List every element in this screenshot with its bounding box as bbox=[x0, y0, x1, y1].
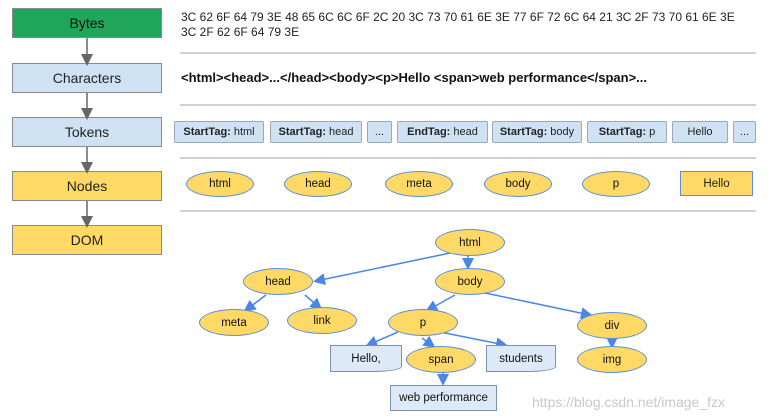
dom-edge bbox=[243, 294, 267, 312]
token: EndTag:head bbox=[397, 121, 488, 143]
bytes-text: 3C 62 6F 64 79 3E 48 65 6C 6C 6F 2C 20 3… bbox=[181, 10, 735, 39]
stage-tokens: Tokens bbox=[12, 117, 162, 147]
dom-edge bbox=[484, 292, 593, 320]
stage-label: DOM bbox=[70, 232, 104, 248]
dom-edge bbox=[425, 294, 456, 312]
text-node: Hello bbox=[680, 171, 753, 196]
token: StartTag:html bbox=[174, 121, 264, 143]
dom-text-hello: Hello, bbox=[330, 345, 402, 372]
dom-edge bbox=[365, 331, 399, 347]
node: head bbox=[284, 171, 352, 197]
dom-text-students: students bbox=[486, 345, 556, 372]
separator bbox=[180, 157, 756, 159]
stage-characters: Characters bbox=[12, 63, 162, 93]
node: html bbox=[186, 171, 254, 197]
token: StartTag:body bbox=[492, 121, 582, 143]
dom-edge bbox=[421, 335, 436, 348]
dom-node-html: html bbox=[435, 229, 505, 256]
separator bbox=[180, 52, 756, 54]
node: body bbox=[484, 171, 552, 197]
stage-label: Nodes bbox=[66, 178, 108, 194]
dom-edge bbox=[439, 331, 508, 350]
stage-label: Bytes bbox=[69, 15, 105, 31]
watermark: https://blog.csdn.net/image_fzx bbox=[532, 394, 725, 410]
token: ... bbox=[367, 121, 392, 143]
dom-text-web-performance: web performance bbox=[390, 385, 497, 411]
dom-node-meta: meta bbox=[199, 309, 269, 336]
separator bbox=[180, 210, 756, 212]
stage-label: Characters bbox=[52, 70, 122, 86]
dom-node-span: span bbox=[406, 346, 476, 373]
token: ... bbox=[733, 121, 756, 143]
dom-node-body: body bbox=[435, 268, 505, 295]
dom-node-link: link bbox=[287, 307, 357, 334]
dom-node-head: head bbox=[243, 268, 313, 295]
stage-bytes: Bytes bbox=[12, 8, 162, 38]
dom-node-p: p bbox=[388, 309, 458, 336]
node: p bbox=[582, 171, 650, 197]
separator bbox=[180, 104, 756, 106]
node: meta bbox=[385, 171, 453, 197]
token: StartTag:head bbox=[270, 121, 362, 143]
token: Hello bbox=[672, 121, 728, 143]
dom-edge bbox=[313, 251, 456, 286]
stage-dom: DOM bbox=[12, 225, 162, 255]
characters-text: <html><head>...</head><body><p>Hello <sp… bbox=[181, 70, 648, 85]
dom-node-div: div bbox=[577, 312, 647, 339]
dom-edge bbox=[304, 294, 323, 310]
dom-node-img: img bbox=[577, 346, 647, 373]
stage-label: Tokens bbox=[64, 124, 110, 140]
token: StartTag:p bbox=[587, 121, 667, 143]
